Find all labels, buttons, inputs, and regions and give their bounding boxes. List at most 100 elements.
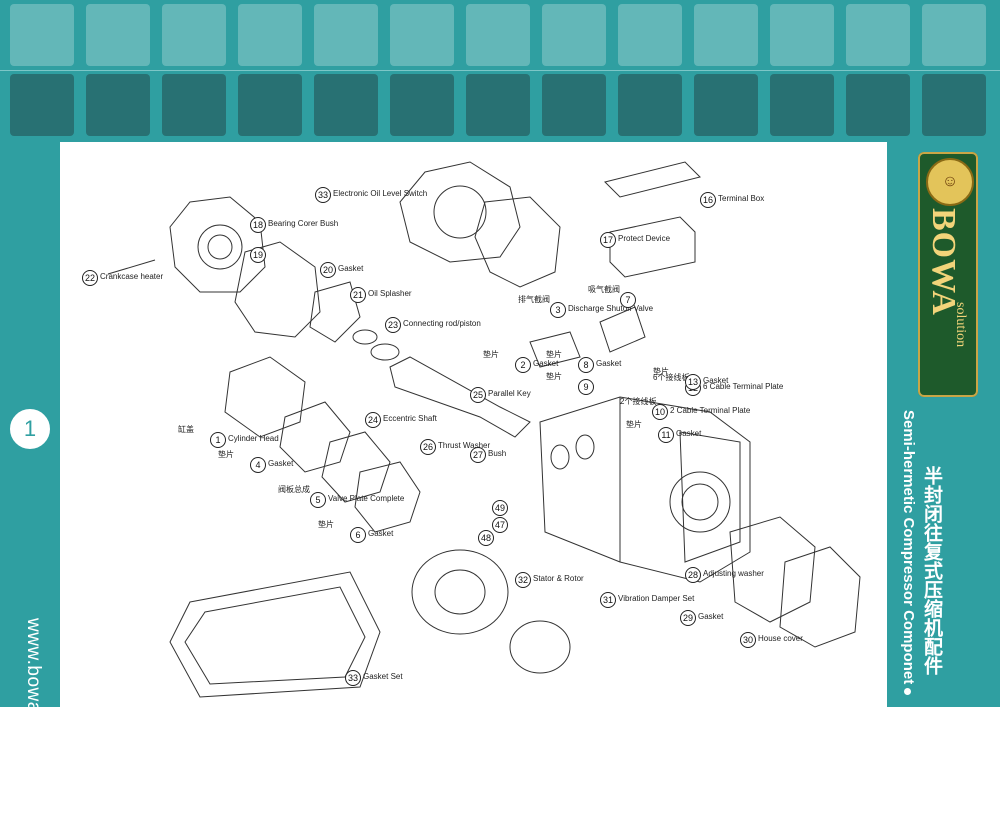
pressure-switch-thumbnail bbox=[694, 74, 758, 136]
strip-divider bbox=[0, 70, 1000, 71]
callout-18: 18 bbox=[250, 217, 266, 233]
part-label-cn-6: 垫片 bbox=[318, 520, 334, 529]
part-label-32: Stator & Rotor bbox=[533, 574, 584, 583]
callout-6: 6 bbox=[350, 527, 366, 543]
callout-1: 1 bbox=[210, 432, 226, 448]
callout-49: 49 bbox=[492, 500, 508, 516]
part-label-29: Gasket bbox=[698, 612, 724, 621]
callout-7: 7 bbox=[620, 292, 636, 308]
part-label-33: Electronic Oil Level Switch bbox=[333, 189, 428, 198]
part-label-17: Protect Device bbox=[618, 234, 671, 243]
part-label-cn-12: 6个接线板 bbox=[653, 373, 690, 382]
part-label-12: 6 Cable Terminal Plate bbox=[703, 382, 784, 391]
callout-32: 32 bbox=[515, 572, 531, 588]
part-label-30: House cover bbox=[758, 634, 803, 643]
part-label-cn-7: 吸气截阀 bbox=[588, 285, 620, 294]
callout-31: 31 bbox=[600, 592, 616, 608]
expansion-valve-thumbnail bbox=[922, 74, 986, 136]
callout-24: 24 bbox=[365, 412, 381, 428]
part-label-13: Gasket bbox=[703, 376, 729, 385]
thermostat-thumbnail bbox=[542, 74, 606, 136]
part-label-cn-11: 垫片 bbox=[626, 420, 642, 429]
callout-33b: 33 bbox=[345, 670, 361, 686]
part-label-18: Bearing Corer Bush bbox=[268, 219, 339, 228]
page-number-badge: 1 bbox=[8, 407, 52, 451]
brass-tube-thumbnail bbox=[618, 74, 682, 136]
valves-outline-thumbnail bbox=[390, 4, 454, 66]
catalog-title-cn: 半封闭往复式压缩机配件 bbox=[921, 466, 942, 675]
part-label-10: 2 Cable Terminal Plate bbox=[670, 406, 751, 415]
callout-5: 5 bbox=[310, 492, 326, 508]
brand-name: BOWA bbox=[925, 208, 962, 316]
part-label-cn-13: 垫片 bbox=[653, 367, 669, 376]
part-label-21: Oil Splasher bbox=[368, 289, 412, 298]
expansion-valve-outline-thumbnail bbox=[922, 4, 986, 66]
part-label-3: Discharge Shutoff Valve bbox=[568, 304, 654, 313]
catalog-title-en: Semi-hermetic Compressor Componet bbox=[900, 410, 917, 685]
callout-28: 28 bbox=[685, 567, 701, 583]
controller-thumbnail bbox=[466, 74, 530, 136]
callout-47: 47 bbox=[492, 517, 508, 533]
fan-grille-thumbnail bbox=[238, 74, 302, 136]
part-label-27: Bush bbox=[488, 449, 507, 458]
sight-glass-outline-thumbnail bbox=[542, 4, 606, 66]
callout-27: 27 bbox=[470, 447, 486, 463]
callout-3: 3 bbox=[550, 302, 566, 318]
callout-20: 20 bbox=[320, 262, 336, 278]
callout-21: 21 bbox=[350, 287, 366, 303]
compressor-assembly-thumbnail bbox=[10, 4, 74, 66]
hose-outline-thumbnail bbox=[618, 4, 682, 66]
tool-outline-thumbnail bbox=[846, 4, 910, 66]
product-thumbnail-strip bbox=[0, 0, 1000, 142]
part-label-23: Connecting rod/piston bbox=[403, 319, 481, 328]
callout-13: 13 bbox=[685, 374, 701, 390]
callout-10: 10 bbox=[652, 404, 668, 420]
callout-2: 2 bbox=[515, 357, 531, 373]
callout-30: 30 bbox=[740, 632, 756, 648]
callout-23: 23 bbox=[385, 317, 401, 333]
bullet-dot bbox=[904, 688, 911, 695]
part-label-cn-4: 垫片 bbox=[218, 450, 234, 459]
part-label-cn-3: 排气截阀 bbox=[518, 295, 550, 304]
part-label-16: Terminal Box bbox=[718, 194, 765, 203]
callout-8: 8 bbox=[578, 357, 594, 373]
callout-19: 19 bbox=[250, 247, 266, 263]
part-label-24: Eccentric Shaft bbox=[383, 414, 437, 423]
compressor-exploded-drawing bbox=[107, 161, 861, 698]
bowa-logo: ☺ BOWA solution bbox=[918, 152, 978, 397]
part-label-20: Gasket bbox=[338, 264, 364, 273]
part-label-cn-8: 垫片 bbox=[546, 350, 562, 359]
cooler-unit-thumbnail bbox=[10, 74, 74, 136]
callout-4: 4 bbox=[250, 457, 266, 473]
part-label-8: Gasket bbox=[596, 359, 622, 368]
part-label-28: Adjusting washer bbox=[703, 569, 764, 578]
part-label-cn-5: 阀板总成 bbox=[278, 485, 310, 494]
callout-17: 17 bbox=[600, 232, 616, 248]
pressure-switch-dual-thumbnail bbox=[770, 74, 834, 136]
website-url[interactable]: www.bowasolution.com bbox=[23, 618, 44, 826]
unit-board-outline-thumbnail bbox=[238, 4, 302, 66]
condensing-unit-thumbnail bbox=[86, 74, 150, 136]
callout-29: 29 bbox=[680, 610, 696, 626]
cabinet-outline-thumbnail bbox=[86, 4, 150, 66]
fittings-outline-thumbnail bbox=[694, 4, 758, 66]
part-label-11: Gasket bbox=[676, 429, 702, 438]
part-label-22: Crankcase heater bbox=[100, 272, 164, 281]
hinge-thumbnail bbox=[314, 74, 378, 136]
callout-48: 48 bbox=[478, 530, 494, 546]
callout-16: 16 bbox=[700, 192, 716, 208]
logo-coin-icon: ☺ bbox=[926, 158, 974, 206]
part-label-5: Valve Plate Complete bbox=[328, 494, 405, 503]
receiver-outline-thumbnail bbox=[466, 4, 530, 66]
fan-outline-thumbnail bbox=[314, 4, 378, 66]
part-label-33b: Gasket Set bbox=[363, 672, 403, 681]
switch-box-thumbnail bbox=[390, 74, 454, 136]
part-label-1: Cylinder Head bbox=[228, 434, 279, 443]
part-label-6: Gasket bbox=[368, 529, 394, 538]
part-label-cn-9: 垫片 bbox=[546, 372, 562, 381]
condensing-unit-outline-thumbnail bbox=[162, 4, 226, 66]
callout-9: 9 bbox=[578, 379, 594, 395]
part-label-2: Gasket bbox=[533, 359, 559, 368]
part-label-cn-10: 2个接线板 bbox=[620, 397, 657, 406]
